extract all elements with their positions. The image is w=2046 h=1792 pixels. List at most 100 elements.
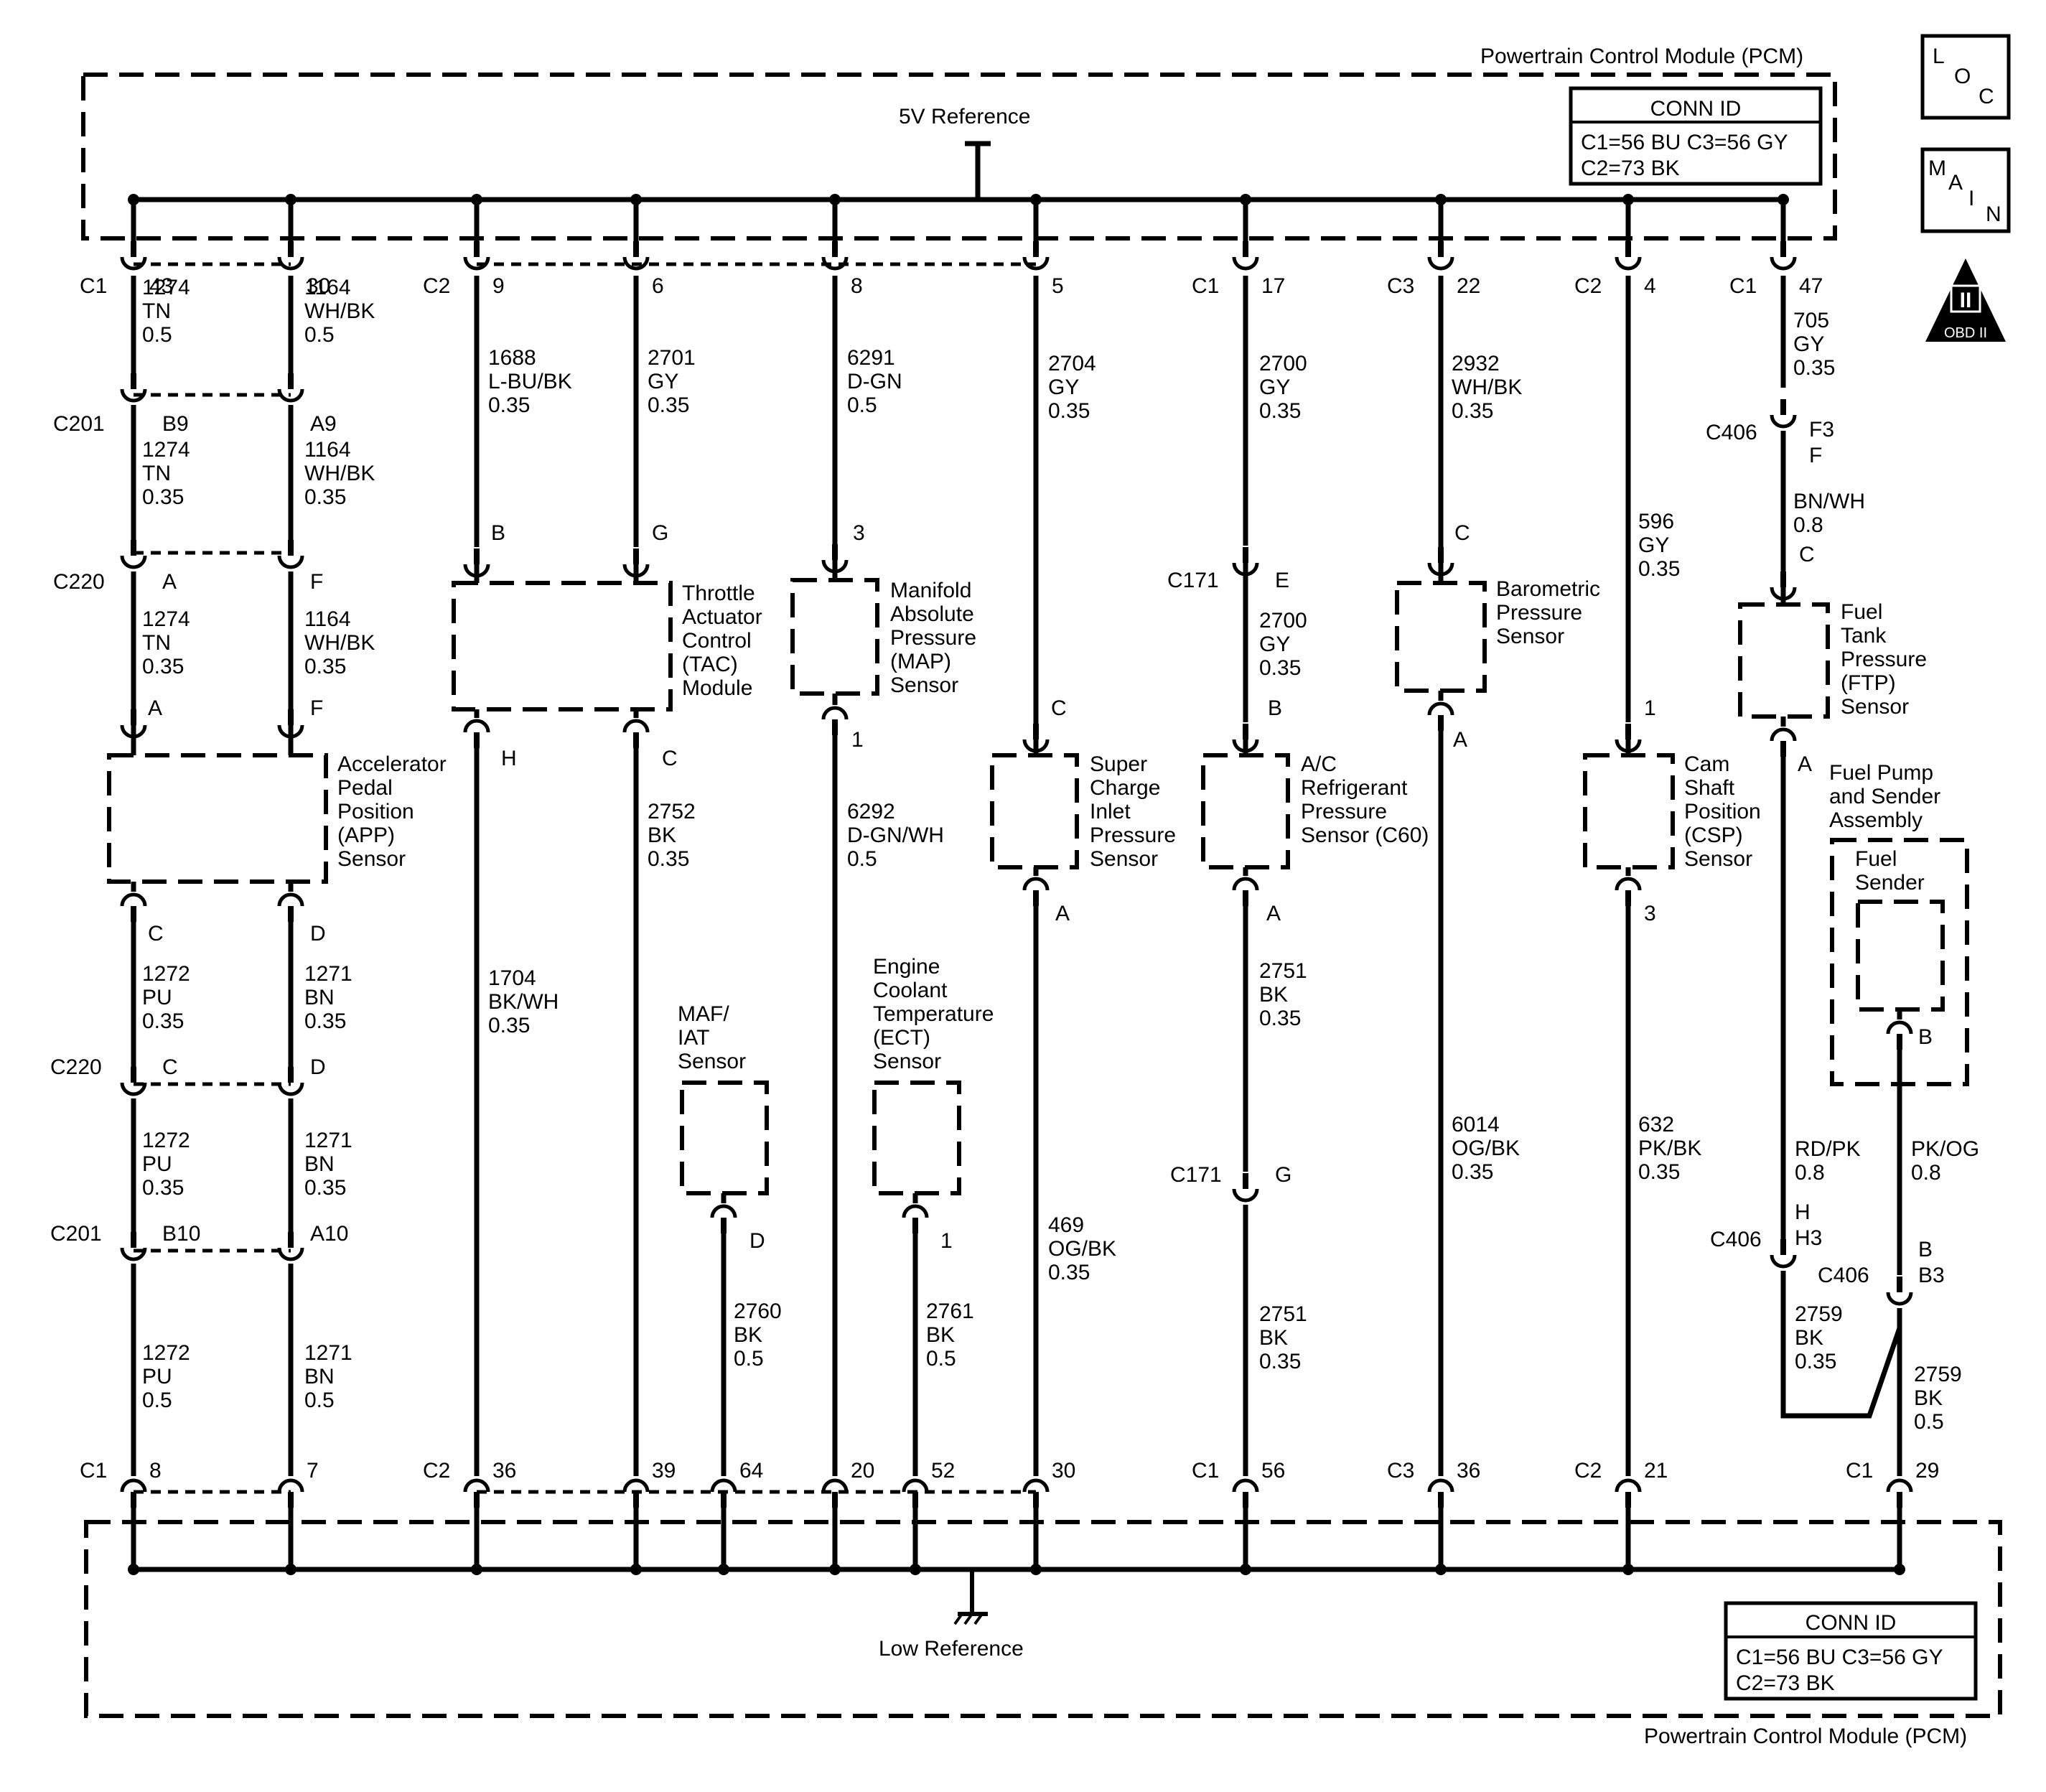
wire-label: 0.35 xyxy=(1793,356,1835,380)
wire-label: 0.35 xyxy=(304,485,346,509)
wire-label: GY xyxy=(1048,375,1079,399)
connector-male xyxy=(131,1492,136,1508)
connector-cup xyxy=(1615,1478,1642,1493)
wire-label: 0.35 xyxy=(1259,399,1301,423)
connector-male xyxy=(1625,241,1631,257)
wire-label: 0.5 xyxy=(304,1389,335,1412)
wire-label: 0.35 xyxy=(1638,557,1680,581)
wire-label: OG/BK xyxy=(1048,1237,1116,1261)
connector-pin xyxy=(1232,724,1259,753)
connector-pin xyxy=(277,709,304,739)
pcm-pin-number: 17 xyxy=(1261,274,1285,298)
connector-male xyxy=(1780,1239,1786,1255)
connector-pin xyxy=(1770,399,1797,429)
pcm-pin-number: 56 xyxy=(1261,1459,1285,1483)
fuel-pump-assembly-label: Assembly xyxy=(1829,808,1923,832)
connector-male xyxy=(633,549,639,564)
main-badge: M A I N xyxy=(1920,147,2011,233)
connector-label: G xyxy=(652,521,668,545)
pcm-pin-number: 36 xyxy=(1457,1459,1480,1483)
wire-label: GY xyxy=(1638,533,1669,557)
wire-label: 1272 xyxy=(142,1341,190,1365)
connector-label: C220 xyxy=(53,570,105,594)
connector-cup xyxy=(120,1478,147,1493)
connector-cup xyxy=(120,555,147,569)
wire-label: 0.35 xyxy=(1795,1350,1836,1373)
wire-label: 0.35 xyxy=(1259,656,1301,680)
ground-icon xyxy=(953,1571,988,1625)
connector-label: D xyxy=(310,922,326,946)
pcm-bottom-pin xyxy=(463,1478,490,1508)
wire-label: 2752 xyxy=(648,800,696,823)
super-charge-sensor-label: Super xyxy=(1090,752,1147,776)
connector-cup xyxy=(120,256,147,271)
csp-sensor-label: Sensor xyxy=(1684,847,1752,871)
wire-label: 2761 xyxy=(926,1299,974,1323)
connector-label: B10 xyxy=(162,1222,200,1246)
ac-sensor-label: A/C xyxy=(1301,752,1337,776)
csp-sensor-box xyxy=(1583,753,1675,869)
wire-label: 0.35 xyxy=(304,655,346,678)
ac-sensor-label: Sensor (C60) xyxy=(1301,823,1429,847)
main-letter-3: I xyxy=(1968,187,1974,210)
pcm-bottom-pin xyxy=(1022,1478,1050,1508)
wire-label: WH/BK xyxy=(304,631,375,655)
pcm-pin-number: 9 xyxy=(492,274,505,298)
connector-layer xyxy=(120,241,1913,1508)
obd-numeral: II xyxy=(1960,289,1972,312)
ect-sensor-box xyxy=(872,1081,961,1195)
conn-id-line1: C1=56 BU C3=56 GY xyxy=(1736,1646,1943,1669)
connector-male xyxy=(131,1232,136,1248)
connector-male xyxy=(288,1067,294,1083)
connector-label: B xyxy=(491,521,505,545)
baro-sensor-label: Sensor xyxy=(1496,625,1564,648)
wire-label: 2932 xyxy=(1452,352,1500,375)
connector-male xyxy=(288,1492,294,1508)
csp-sensor-label: (CSP) xyxy=(1684,823,1743,847)
super-charge-sensor-label: Sensor xyxy=(1090,847,1158,871)
ac-sensor-label: Pressure xyxy=(1301,800,1387,823)
obd-ii-badge: II OBD II xyxy=(1925,258,2006,342)
pcm-connector-id: C3 xyxy=(1387,1459,1414,1483)
connector-male xyxy=(131,906,136,922)
connector-cup xyxy=(120,388,147,403)
pcm-connector-id: C2 xyxy=(423,1459,450,1483)
connector-cup xyxy=(463,564,490,578)
connector-cup xyxy=(821,256,849,271)
map-sensor-box xyxy=(790,578,879,696)
connector-label: B xyxy=(1918,1238,1933,1261)
connector-male xyxy=(1243,890,1248,906)
connector-label: C xyxy=(1799,543,1815,566)
connector-male xyxy=(832,1492,838,1508)
connector-cup xyxy=(1886,1292,1913,1306)
maf-sensor-label: MAF/ xyxy=(678,1002,729,1026)
wire-label: WH/BK xyxy=(304,299,375,323)
pcm-top-pin xyxy=(1427,241,1454,271)
wire-label: 1272 xyxy=(142,1129,190,1152)
pcm-pin-number: 30 xyxy=(307,274,330,298)
connector-male xyxy=(131,1067,136,1083)
ftp-sensor-label: Pressure xyxy=(1841,648,1927,671)
connector-pin xyxy=(463,549,490,578)
app-sensor-label: Pedal xyxy=(337,776,393,800)
wire-label: BK xyxy=(1259,1326,1288,1350)
connector-male xyxy=(832,544,838,560)
connector-male xyxy=(1033,724,1039,739)
connector-pin xyxy=(1615,724,1642,753)
wire-label: 0.35 xyxy=(488,393,530,417)
connector-cup xyxy=(1232,877,1259,891)
connector-male xyxy=(832,719,838,735)
wire-label: 1164 xyxy=(304,438,351,462)
connector-pin xyxy=(1770,727,1797,757)
baro-sensor-label: Barometric xyxy=(1496,577,1600,601)
connector-label: C xyxy=(1454,521,1470,545)
wire-label: 0.35 xyxy=(1638,1160,1680,1184)
pcm-top-pin xyxy=(277,241,304,271)
wire-label: BN xyxy=(304,1152,335,1176)
app-sensor-label: Accelerator xyxy=(337,752,447,776)
connector-cup xyxy=(1770,587,1797,601)
connector-cup xyxy=(821,706,849,720)
wire-label: 0.35 xyxy=(304,1009,346,1033)
